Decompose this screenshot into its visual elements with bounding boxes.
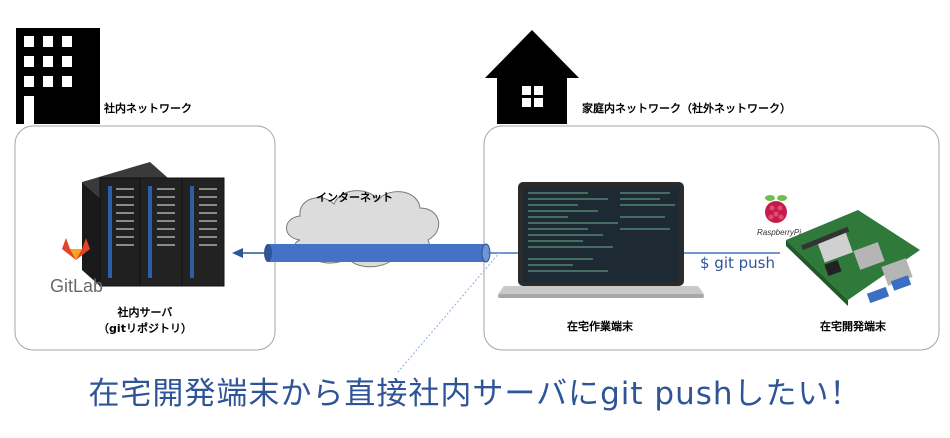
- company-network-label: 社内ネットワーク: [104, 102, 192, 115]
- caption-text: 在宅開発端末から直接社内サーバにgit pushしたい！: [88, 376, 862, 412]
- server-label-line1: 社内サーバ: [117, 306, 173, 319]
- gitlab-label: GitLab: [50, 276, 104, 296]
- raspberry-pi-label: 在宅開発端末: [820, 320, 886, 333]
- laptop-icon: [498, 182, 704, 298]
- raspberry-pi-logo-icon: [765, 195, 787, 223]
- raspberry-pi-logo-text: RaspberryPi: [757, 228, 802, 237]
- house-icon: [485, 30, 579, 124]
- home-network-label: 家庭内ネットワーク（社外ネットワーク）: [582, 102, 791, 115]
- server-rack-icon: [82, 162, 225, 287]
- server-label-line2: （gitリポジトリ）: [98, 322, 192, 335]
- arrow-to-server: [232, 248, 268, 258]
- raspberry-pi-board-icon: [786, 210, 920, 306]
- office-building-icon: [16, 28, 100, 124]
- laptop-label: 在宅作業端末: [567, 320, 633, 333]
- tunnel-pipe: [264, 243, 491, 263]
- internet-label: インターネット: [316, 191, 393, 204]
- server-label: 社内サーバ （gitリポジトリ）: [98, 304, 192, 336]
- git-push-command: $ git push: [700, 254, 775, 272]
- gitlab-logo-icon: [62, 238, 90, 260]
